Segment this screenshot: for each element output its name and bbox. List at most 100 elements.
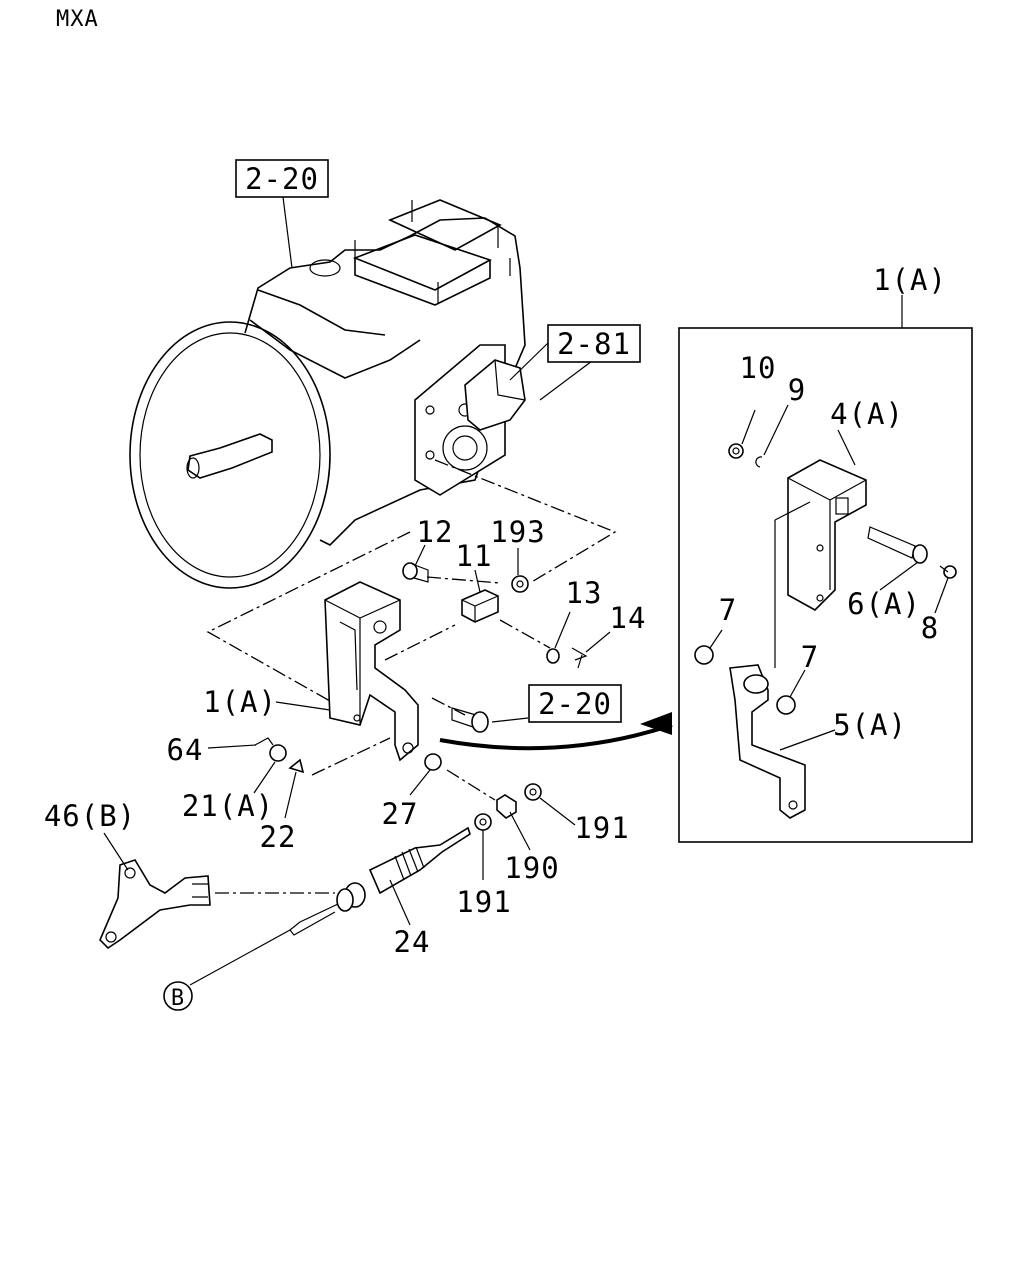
inset-label: 1(A)	[873, 263, 947, 297]
callout-9[interactable]: 9	[788, 373, 806, 407]
nut-193[interactable]	[511, 575, 529, 593]
cable-rod	[289, 903, 339, 936]
inset-nut-10[interactable]	[728, 443, 744, 459]
pin-14[interactable]	[571, 647, 588, 669]
bracket-hole-2	[353, 714, 361, 722]
nut-191-upper[interactable]	[524, 783, 542, 801]
callout-13[interactable]: 13	[566, 576, 603, 610]
leader-13	[554, 611, 571, 649]
nut-inner	[732, 447, 740, 455]
callout-4a[interactable]: 4(A)	[830, 397, 904, 431]
inset-lever-hole	[788, 800, 798, 810]
ref-box-2-20-mid[interactable]: 2-20	[528, 684, 622, 723]
callout-190[interactable]: 190	[504, 851, 559, 885]
leader-lines	[103, 404, 949, 926]
lever-slot	[192, 883, 208, 898]
bell-housing	[129, 321, 331, 589]
joint-body	[496, 794, 517, 819]
bushing-edge	[461, 595, 499, 622]
callout-14[interactable]: 14	[610, 601, 647, 635]
inset-lever-body	[729, 664, 806, 819]
callout-21a[interactable]: 21(A)	[182, 789, 274, 823]
bushing-body	[461, 589, 499, 623]
callout-46b[interactable]: 46(B)	[44, 799, 136, 833]
leader-27	[409, 769, 431, 796]
leader-22	[284, 771, 297, 819]
fitting-tip	[939, 565, 949, 573]
washer-13[interactable]	[546, 648, 560, 664]
callout-circle-b[interactable]: B	[163, 981, 193, 1011]
callout-191-upper[interactable]: 191	[574, 811, 629, 845]
inset-connector	[439, 723, 673, 751]
phantom-13	[499, 619, 551, 649]
case-contour-1	[249, 319, 421, 379]
callout-7-left[interactable]: 7	[719, 593, 737, 627]
bolt-12[interactable]	[402, 562, 429, 583]
inset-bushing-7-left[interactable]	[694, 645, 714, 665]
leader-7-left	[709, 629, 723, 649]
cable-boot	[368, 826, 471, 895]
leader-6a	[879, 561, 919, 591]
flange-hole-1	[425, 405, 435, 415]
phantom-bracket-11	[384, 624, 456, 661]
circle-b-letter: B	[171, 986, 185, 1011]
ref-box-2-20-top[interactable]: 2-20	[235, 159, 329, 198]
callout-64[interactable]: 64	[167, 733, 204, 767]
flange-hole-2	[425, 450, 435, 460]
washer-27[interactable]	[424, 753, 442, 771]
fitting-body	[943, 565, 957, 579]
ref-box-2-81[interactable]: 2-81	[547, 324, 641, 363]
joint-190[interactable]	[496, 794, 517, 819]
leader-2-81-b	[539, 360, 593, 401]
bracket-main	[324, 581, 419, 762]
bushing-11[interactable]	[461, 589, 499, 623]
phantom-27	[446, 769, 496, 801]
callout-24[interactable]: 24	[394, 925, 431, 959]
callout-5a[interactable]: 5(A)	[833, 708, 907, 742]
inset-pin-6a[interactable]	[867, 526, 928, 564]
callout-22[interactable]: 22	[260, 820, 297, 854]
callout-193[interactable]: 193	[490, 515, 545, 549]
pin-head	[912, 544, 928, 564]
bolt-2-20[interactable]	[451, 707, 489, 733]
inset-bushing-7-right[interactable]	[776, 695, 796, 715]
inset-bracket-slot	[835, 497, 849, 515]
shaft-end	[186, 457, 200, 479]
callout-11[interactable]: 11	[456, 539, 493, 573]
top-cover-side	[354, 258, 491, 306]
inset-fitting-8[interactable]	[939, 565, 957, 579]
callout-1a[interactable]: 1(A)	[203, 685, 277, 719]
clip-22[interactable]	[288, 758, 305, 774]
nut-outer	[511, 575, 529, 593]
cable-ribs	[394, 846, 425, 881]
callout-191-lower[interactable]: 191	[456, 885, 511, 919]
nut-191-lower[interactable]	[474, 813, 492, 831]
callout-6a[interactable]: 6(A)	[847, 587, 921, 621]
control-cable-24[interactable]	[189, 826, 471, 986]
inset-bracket-hole	[816, 544, 824, 552]
washer-21a[interactable]	[269, 744, 287, 762]
phantom-bolt-12	[426, 576, 501, 584]
callout-7-right[interactable]: 7	[801, 640, 819, 674]
callout-labels: 12 11 193 13 14 1(A) 64 21(A) 22 27 46(B…	[44, 351, 939, 959]
callout-8[interactable]: 8	[921, 611, 939, 645]
callout-12[interactable]: 12	[417, 515, 454, 549]
transmission-case	[244, 217, 526, 546]
callout-27[interactable]: 27	[382, 797, 419, 831]
top-cover-upper	[387, 199, 502, 251]
leader-2-81	[509, 342, 549, 381]
leader-21a	[253, 761, 276, 794]
cotter-pin-64[interactable]	[254, 737, 274, 746]
cable-nut-b	[336, 888, 354, 912]
lever-46b[interactable]	[99, 859, 211, 950]
nut-inner	[479, 818, 487, 826]
bracket-hole	[402, 742, 414, 754]
lever-body	[99, 859, 211, 950]
inset-lever-5a[interactable]	[729, 664, 806, 819]
nut-inner	[516, 580, 524, 588]
ref-label-2-20-mid: 2-20	[538, 687, 612, 721]
callout-10[interactable]: 10	[740, 351, 777, 385]
inset-clip-9[interactable]	[755, 456, 763, 468]
inset-bracket-4a[interactable]	[787, 459, 867, 611]
